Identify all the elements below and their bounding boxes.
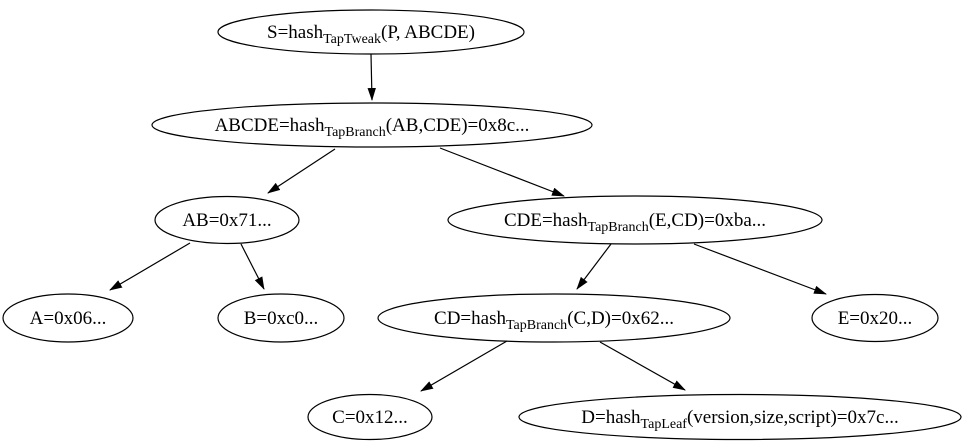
node-d: D=hashTapLeaf(version,size,script)=0x7c.…	[518, 393, 962, 441]
node-d-label: D=hashTapLeaf(version,size,script)=0x7c.…	[581, 407, 898, 432]
node-abcde-label: ABCDE=hashTapBranch(AB,CDE)=0x8c...	[215, 115, 530, 140]
node-cd-shape	[377, 293, 731, 343]
node-cde-shape	[447, 195, 823, 245]
node-s-shape	[217, 9, 525, 55]
node-c: C=0x12...	[307, 393, 433, 441]
edge-cde-e	[693, 243, 827, 295]
edge-abcde-cde	[439, 147, 565, 197]
node-ab-shape	[154, 195, 300, 245]
node-ab: AB=0x71...	[154, 195, 300, 245]
node-cd-label: CD=hashTapBranch(C,D)=0x62...	[434, 308, 674, 333]
node-b-shape	[217, 293, 345, 343]
edge-s-abcde	[367, 53, 376, 101]
edge-abcde-ab	[267, 148, 336, 194]
node-cde: CDE=hashTapBranch(E,CD)=0xba...	[447, 195, 823, 245]
node-s-label: S=hashTapTweak(P, ABCDE)	[267, 22, 475, 47]
node-a: A=0x06...	[2, 293, 134, 343]
node-ab-label: AB=0x71...	[182, 210, 271, 231]
edge-ab-b	[240, 243, 265, 290]
node-cde-label: CDE=hashTapBranch(E,CD)=0xba...	[504, 210, 766, 235]
node-d-shape	[518, 393, 962, 441]
node-abcde-shape	[151, 102, 593, 148]
node-c-label: C=0x12...	[332, 407, 408, 428]
edge-cde-cd	[576, 243, 612, 290]
edge-cd-c	[420, 340, 508, 392]
node-abcde: ABCDE=hashTapBranch(AB,CDE)=0x8c...	[151, 102, 593, 148]
node-c-shape	[307, 393, 433, 441]
edge-ab-a	[109, 242, 191, 291]
edge-cd-d	[599, 341, 686, 391]
node-e-shape	[811, 293, 939, 343]
node-b-label: B=0xc0...	[244, 308, 319, 329]
node-b: B=0xc0...	[217, 293, 345, 343]
node-e-label: E=0x20...	[838, 308, 913, 329]
node-s: S=hashTapTweak(P, ABCDE)	[217, 9, 525, 55]
node-cd: CD=hashTapBranch(C,D)=0x62...	[377, 293, 731, 343]
node-a-label: A=0x06...	[30, 308, 107, 329]
node-e: E=0x20...	[811, 293, 939, 343]
node-a-shape	[2, 293, 134, 343]
